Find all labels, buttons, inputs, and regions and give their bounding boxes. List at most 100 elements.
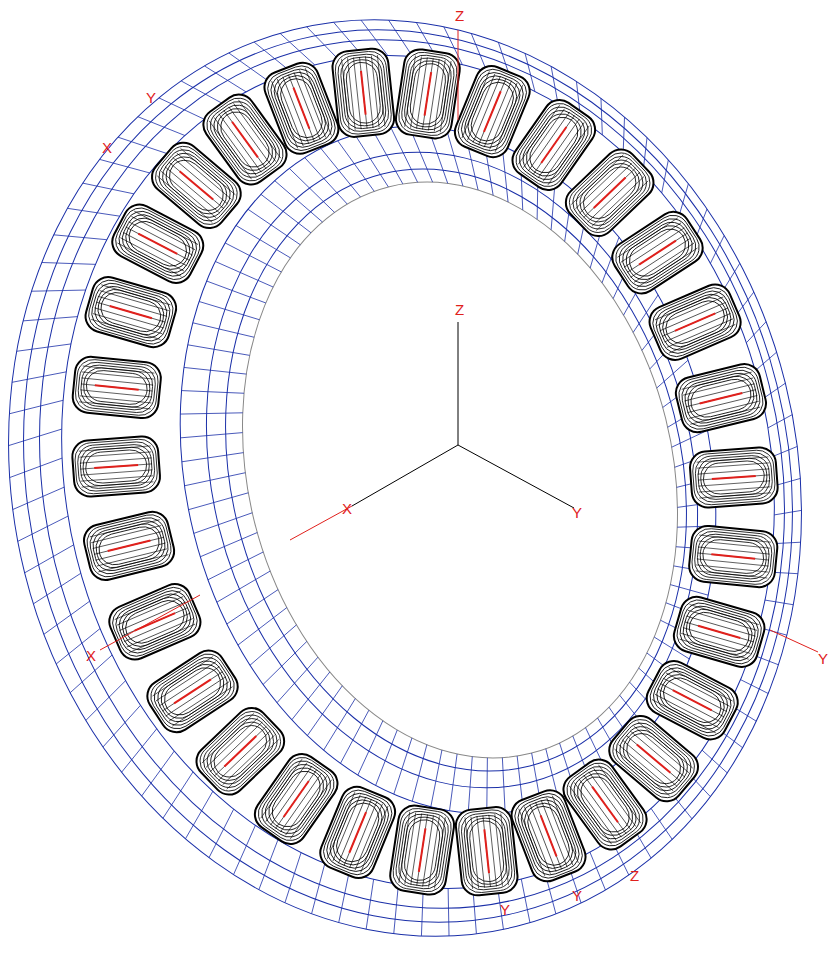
coil-wire: [638, 722, 693, 769]
coil-turn: [520, 799, 577, 874]
coil-turn: [577, 160, 643, 225]
mesh-line: [277, 657, 318, 703]
coil-set: [71, 47, 779, 897]
coil: [71, 355, 162, 419]
axis-label: Z: [455, 302, 464, 317]
coil: [141, 644, 244, 738]
coil-wire: [698, 547, 770, 554]
coil-wire: [630, 731, 685, 778]
coil: [606, 206, 709, 300]
coil-axis: [349, 812, 366, 853]
coil-wire: [660, 684, 724, 717]
coil-turn: [90, 517, 169, 574]
ring-mesh: [9, 20, 802, 936]
coil-turn: [620, 727, 687, 790]
axis-label: Y: [572, 505, 582, 520]
mesh-line: [448, 888, 450, 936]
coil-turn: [654, 289, 735, 355]
coil-wire: [596, 181, 648, 231]
mesh-line: [471, 34, 487, 72]
coil-turn: [399, 53, 456, 135]
coil-wire: [126, 227, 190, 260]
coil-turn: [658, 293, 733, 352]
mesh-line: [292, 672, 330, 720]
coil-turn: [163, 154, 230, 217]
coil-wire: [82, 372, 154, 379]
coil-turn: [82, 273, 180, 351]
coil-turn: [74, 438, 159, 495]
coil-turn: [617, 216, 699, 289]
coil-wire: [669, 668, 733, 701]
coil-wire: [96, 302, 165, 322]
coil-wire: [79, 452, 151, 457]
coil-wire: [338, 797, 365, 864]
mesh-line: [774, 510, 801, 515]
mesh-line: [280, 33, 315, 65]
mesh-line: [248, 209, 300, 245]
coil-wire: [417, 814, 428, 885]
coil-wire: [377, 55, 385, 127]
coil-turn: [685, 373, 758, 424]
coil-axis: [224, 736, 256, 766]
coil-axis: [639, 241, 676, 265]
coil-wire: [166, 677, 226, 716]
coil-wire: [131, 216, 195, 249]
coil: [689, 446, 779, 508]
mesh-line: [118, 137, 167, 153]
coil-wire: [690, 407, 760, 424]
coil-wire: [129, 222, 193, 255]
coil-wire: [157, 176, 212, 223]
coil-turn: [693, 530, 773, 583]
coil-wire: [626, 735, 681, 782]
coil: [670, 593, 768, 671]
coil-turn: [457, 808, 516, 894]
mesh-line: [289, 168, 334, 212]
coil-turn: [269, 68, 333, 149]
mesh-line: [56, 629, 100, 664]
axis-label: X: [86, 648, 96, 663]
coil-turn: [108, 582, 203, 661]
coil-turn: [332, 798, 384, 866]
coil-turn: [82, 366, 151, 408]
mesh-line: [662, 160, 669, 193]
coil-turn: [85, 449, 148, 484]
coil-turn: [513, 101, 594, 190]
coil-turn: [113, 206, 202, 282]
axis-label: Y: [500, 902, 510, 917]
coil-wire: [223, 735, 275, 785]
mesh-line: [338, 141, 375, 191]
mesh-line: [100, 159, 150, 173]
coil-turn: [696, 533, 771, 581]
coil-axis: [541, 815, 557, 856]
mesh-line: [394, 738, 412, 794]
coil-wire: [618, 745, 673, 792]
coil-wire: [428, 59, 439, 130]
coil-wire: [699, 535, 771, 542]
coil-turn: [575, 771, 636, 839]
coil-wire: [283, 77, 309, 144]
coil: [82, 273, 180, 351]
coil-turn: [336, 53, 390, 133]
coil-wire: [405, 813, 416, 884]
coil-wire: [489, 815, 497, 887]
coil-wire: [579, 164, 631, 214]
coil-turn: [617, 724, 691, 794]
coil-turn: [276, 74, 327, 142]
coil-turn: [397, 50, 460, 138]
mesh-line: [180, 433, 242, 438]
mesh-line: [184, 367, 246, 374]
coil-wire: [660, 302, 726, 331]
coil-turn: [339, 55, 387, 130]
coil-wire: [422, 58, 433, 129]
coil-wire: [202, 713, 254, 763]
mesh-line: [103, 705, 140, 747]
coil-wire: [685, 622, 754, 642]
coil-turn: [88, 279, 174, 344]
coil-turn: [96, 523, 163, 568]
coil-wire: [79, 446, 151, 451]
coil-wire: [294, 72, 320, 139]
coil-turn: [71, 435, 161, 497]
mesh-line: [762, 383, 785, 399]
coil-turn: [266, 64, 336, 151]
mesh-line: [142, 751, 175, 796]
